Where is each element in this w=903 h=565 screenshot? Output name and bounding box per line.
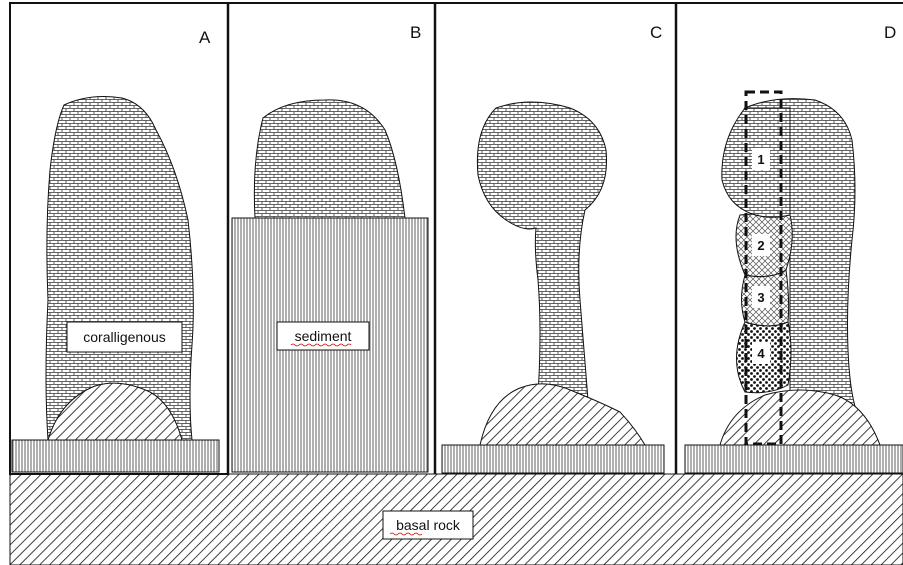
section-4-number: 4: [757, 346, 765, 361]
panel-d: 1 2 3 4 D: [685, 23, 903, 473]
coralligenous-label: coralligenous: [83, 329, 166, 345]
panel-d-letter: D: [884, 23, 896, 42]
panel-c-letter-visible: C: [650, 23, 662, 42]
panel-c: D C: [442, 23, 664, 473]
panel-b-letter: B: [410, 23, 421, 42]
section-2-number: 2: [757, 238, 764, 253]
panel-a-letter: A: [199, 28, 211, 47]
basal-rock-boulder-c: [480, 384, 645, 445]
section-1-number: 1: [757, 152, 764, 167]
base-platform-d: [685, 445, 903, 473]
coralligenous-buildup-c: [477, 102, 606, 420]
coralligenous-buildup-b: [254, 100, 405, 218]
panel-a: coralligenous A: [12, 28, 219, 472]
panel-b: sediment B: [232, 23, 428, 472]
base-platform-a: [12, 440, 219, 472]
base-platform-c: [442, 445, 664, 473]
basal-rock-boulder-d: [720, 390, 880, 445]
basal-rock-label: basal rock: [396, 517, 461, 533]
section-3-number: 3: [757, 290, 764, 305]
sediment-label: sediment: [295, 328, 352, 344]
